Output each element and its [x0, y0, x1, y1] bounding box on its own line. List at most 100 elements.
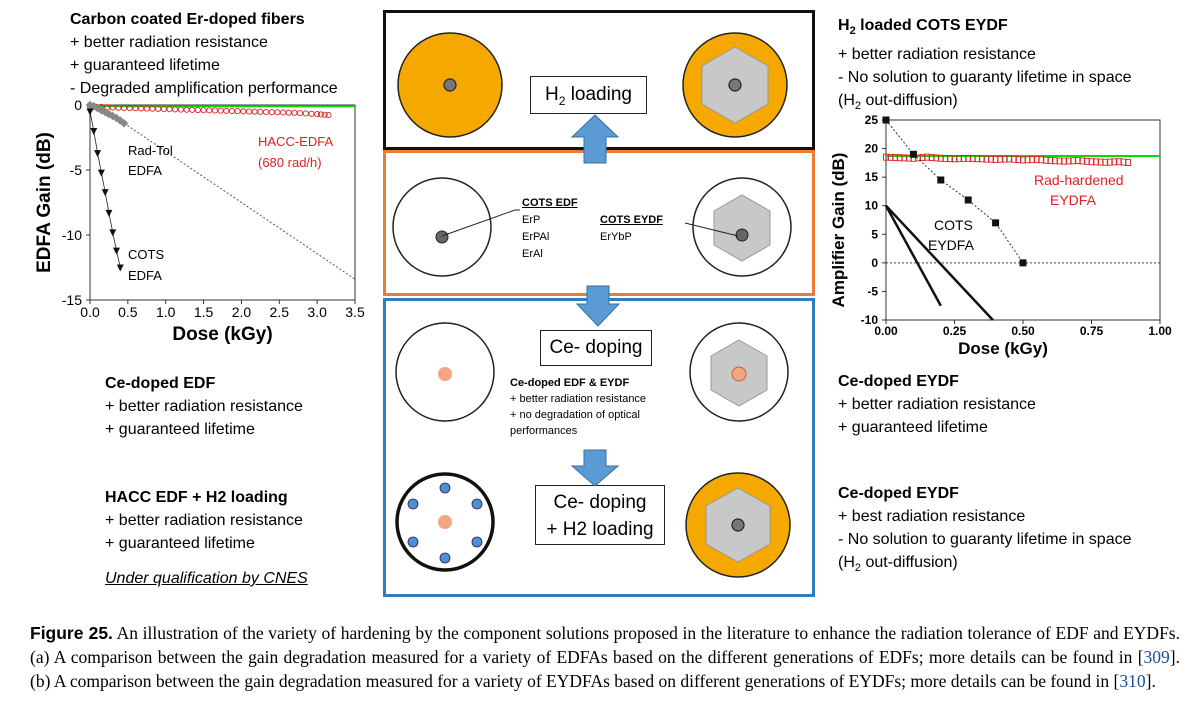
label-part: H [545, 84, 559, 105]
data-point [285, 109, 292, 116]
x-tick-label: 0.5 [118, 304, 138, 320]
x-tick-label: 0.00 [874, 324, 898, 338]
bottom-left-title: HACC EDF + H2 loading [105, 489, 288, 506]
y-tick-label: 0 [871, 256, 878, 270]
data-point [251, 108, 258, 115]
data-point [109, 229, 117, 237]
data-point [234, 108, 241, 115]
data-point [245, 108, 253, 115]
data-point [1019, 259, 1027, 267]
x-tick-label: 3.5 [345, 304, 365, 320]
arrow-down-icon [570, 449, 620, 487]
ce-h2-eydf-fiber [685, 472, 791, 578]
data-point [217, 107, 224, 114]
data-point [172, 106, 179, 113]
x-tick-label: 0.50 [1011, 324, 1035, 338]
ce-h2-line: + H2 loading [546, 519, 654, 540]
cots-edf-title: COTS EDF [522, 197, 578, 209]
data-point [262, 108, 270, 116]
bottom-right-line: + best radiation resistance [838, 508, 1026, 525]
y-tick-label: 0 [74, 100, 82, 113]
data-point [113, 247, 120, 255]
label-sub: 2 [558, 93, 566, 108]
data-point [937, 176, 945, 184]
plot-frame [89, 104, 356, 301]
top-right-text: H2 loaded COTS EYDF + better radiation r… [838, 14, 1131, 118]
top-left-title: Carbon coated Er-doped fibers [70, 11, 305, 28]
annotation: EYDFA [1050, 192, 1097, 208]
x-axis-label: Dose (kGy) [172, 324, 272, 345]
x-tick-label: 3.0 [307, 304, 327, 320]
mid-left-text: Ce-doped EDF + better radiation resistan… [105, 372, 303, 441]
annotation: COTS [128, 247, 164, 262]
top-right-title: H2 loaded COTS EYDF [838, 14, 1131, 43]
y-tick-label: -15 [62, 292, 82, 308]
annotation: EYDFA [928, 237, 975, 253]
ce-description-line: + no degradation of optical [510, 409, 640, 421]
data-point [240, 108, 247, 115]
ce-edf-fiber [395, 322, 495, 422]
caption-text: ]. (b) A comparison between the gain deg… [30, 647, 1180, 691]
data-point [138, 105, 145, 112]
data-point [228, 107, 236, 115]
bottom-left-item: + guaranteed lifetime [105, 535, 255, 552]
arrow-up-icon [570, 114, 620, 164]
data-point [94, 150, 102, 158]
y-tick-label: 20 [865, 142, 879, 156]
plot-frame [885, 119, 1161, 321]
data-point [115, 104, 122, 111]
x-tick-label: 0.0 [80, 304, 100, 320]
cots-edf-label: COTS EDF ErP ErPAl ErAl [522, 195, 578, 263]
data-point [160, 106, 167, 113]
y-tick-label: 15 [865, 170, 879, 184]
cots-eydf-item: ErYbP [600, 231, 632, 243]
line-part: (H [838, 92, 855, 110]
bottom-right-title: Ce-doped EYDF [838, 485, 959, 502]
annotation: Rad-hardened [1034, 172, 1124, 188]
mid-left-item: + better radiation resistance [105, 398, 303, 415]
data-point [132, 105, 139, 112]
line-part: out-diffusion) [861, 554, 958, 571]
y-tick-label: -5 [70, 162, 83, 178]
data-point [206, 107, 213, 114]
x-tick-label: 2.5 [270, 304, 290, 320]
title-part: H [838, 17, 850, 34]
annotation: COTS [934, 217, 973, 233]
data-point [183, 106, 190, 113]
data-point [119, 118, 129, 128]
y-tick-label: 25 [865, 113, 879, 127]
cots-eydf-label: COTS EYDF ErYbP [600, 212, 663, 246]
x-tick-label: 2.0 [232, 304, 252, 320]
mid-right-text: Ce-doped EYDF + better radiation resista… [838, 370, 1036, 439]
line-part: out-diffusion) [861, 92, 958, 110]
data-point [97, 169, 105, 177]
data-point [308, 110, 315, 117]
data-point [1125, 159, 1131, 166]
reference-link[interactable]: 309 [1143, 647, 1170, 667]
data-point [314, 111, 321, 118]
data-point [325, 112, 332, 119]
data-point [317, 111, 324, 118]
title-part: loaded COTS EYDF [855, 17, 1008, 34]
caption-text: An illustration of the variety of harden… [30, 623, 1180, 667]
x-tick-label: 1.5 [194, 304, 214, 320]
x-tick-label: 0.25 [943, 324, 967, 338]
annotation: EDFA [128, 163, 162, 178]
reference-link[interactable]: 310 [1119, 671, 1146, 691]
figure-caption: Figure 25. An illustration of the variet… [30, 621, 1180, 693]
data-point [223, 107, 230, 114]
x-tick-label: 1.00 [1148, 324, 1172, 338]
data-point [257, 108, 264, 115]
data-point [297, 110, 304, 117]
data-point [101, 189, 109, 197]
data-point [143, 105, 150, 112]
data-point [211, 107, 218, 114]
edf-h2-fiber [397, 32, 503, 138]
label-part: loading [565, 84, 632, 105]
ce-h2-label: Ce- doping + H2 loading [535, 485, 665, 545]
hacc-h2-fiber [395, 472, 495, 572]
ce-description-line: performances [510, 425, 578, 437]
bottom-left-text: HACC EDF + H2 loading + better radiation… [105, 486, 308, 590]
